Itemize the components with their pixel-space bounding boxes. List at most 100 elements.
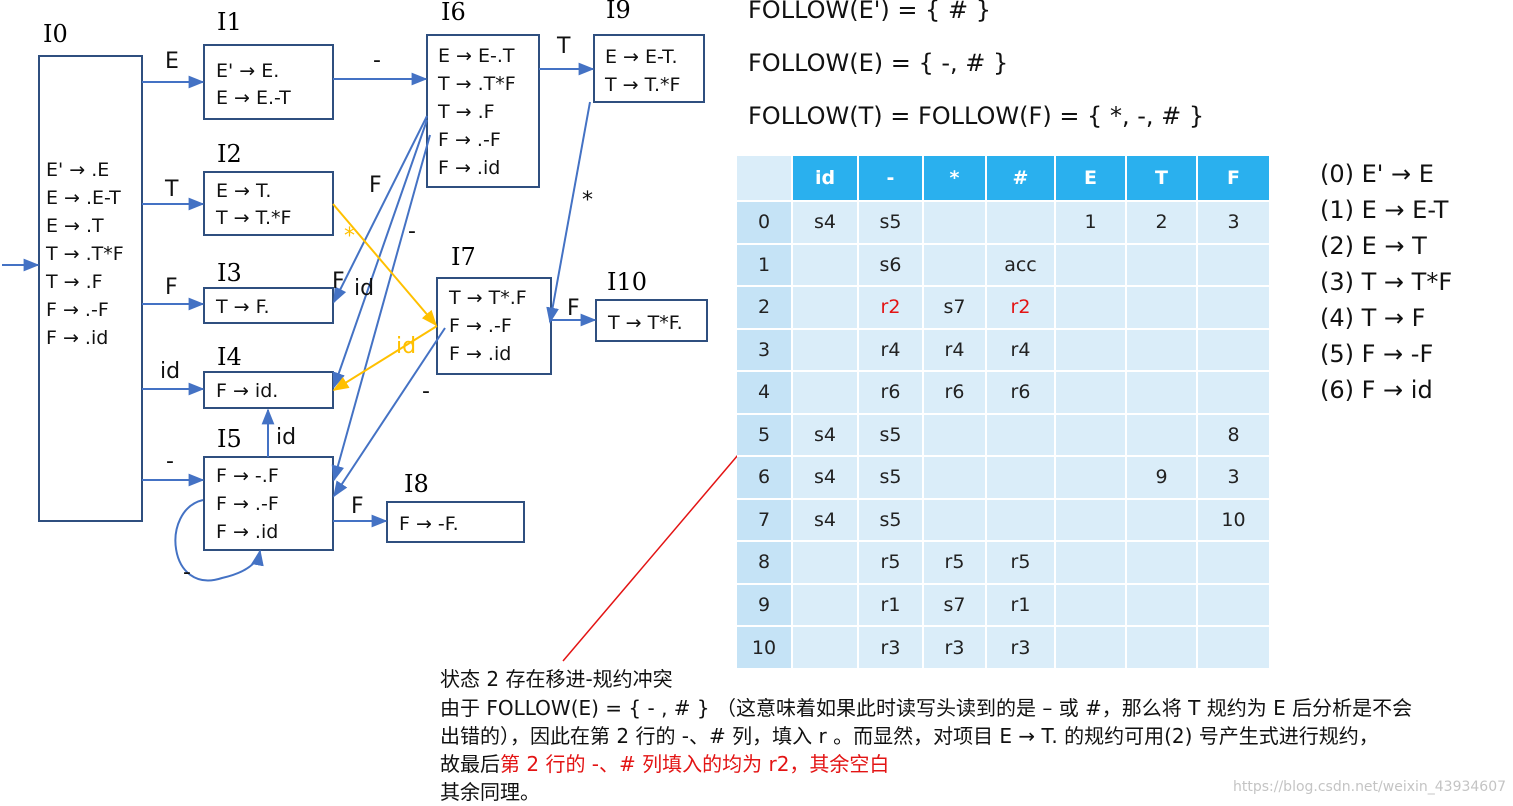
table-cell: s4 <box>793 202 857 243</box>
table-cell: r3 <box>859 627 922 668</box>
table-cell <box>1198 329 1269 370</box>
table-row-state: 0 <box>737 202 791 243</box>
table-cell: r4 <box>924 329 985 370</box>
item-i6-4: F → .id <box>438 157 500 179</box>
table-cell <box>1056 457 1125 498</box>
table-cell <box>1198 244 1269 285</box>
table-cell <box>1056 542 1125 583</box>
table-cell: r3 <box>924 627 985 668</box>
edge-label-i0-i1: E <box>165 49 179 74</box>
table-cell <box>1056 244 1125 285</box>
edge-label-i2-i7: * <box>344 224 355 249</box>
edge-label-i5-i8: F <box>351 494 364 519</box>
edge-label-i6-i4: id <box>354 276 374 301</box>
table-cell: s4 <box>793 499 857 540</box>
note-line-4-prefix: 故最后 <box>440 752 500 776</box>
table-cell <box>793 287 857 328</box>
edge-i7-i5 <box>333 327 446 498</box>
production-0: (0) E' → E <box>1320 160 1434 188</box>
item-i2-0: E → T. <box>216 180 271 202</box>
edge-i6-i5 <box>331 134 431 482</box>
state-label-i5: I5 <box>217 425 242 453</box>
note-line-2: 由于 FOLLOW(E) = { - , # } （这意味着如果此时读写头读到的… <box>440 696 1413 720</box>
state-label-i7: I7 <box>451 243 476 271</box>
table-cell-conflict: r2 <box>987 287 1054 328</box>
item-i6-2: T → .F <box>437 101 495 123</box>
item-i7-1: F → .-F <box>449 315 512 337</box>
state-label-i0: I0 <box>43 20 68 48</box>
item-i1-0: E' → E. <box>216 60 279 82</box>
slr-parse-table: id - * # E T F 0 s4 s5 1 2 3 1 s6 acc 2 … <box>737 156 1269 668</box>
table-cell <box>1198 542 1269 583</box>
table-cell <box>1127 287 1196 328</box>
item-i5-2: F → .id <box>216 521 278 543</box>
item-i9-1: T → T.*F <box>604 74 680 96</box>
table-cell: s4 <box>793 414 857 455</box>
table-cell <box>1198 584 1269 625</box>
table-cell: r6 <box>987 372 1054 413</box>
note-line-3: 出错的），因此在第 2 行的 -、# 列，填入 r 。而显然，对项目 E → T… <box>440 724 1379 748</box>
table-cell: 9 <box>1127 457 1196 498</box>
table-cell <box>793 372 857 413</box>
follow-e: FOLLOW(E) = { -, # } <box>748 49 1009 77</box>
table-cell: 10 <box>1198 499 1269 540</box>
table-cell <box>924 202 985 243</box>
edge-label-i6-i7: F <box>332 269 345 294</box>
table-cell <box>1056 287 1125 328</box>
table-cell <box>1127 414 1196 455</box>
item-i0-0: E' → .E <box>46 159 109 181</box>
table-row-state: 4 <box>737 372 791 413</box>
table-cell: s5 <box>859 202 922 243</box>
edge-label-i7-i4: id <box>396 334 416 359</box>
table-cell: s4 <box>793 457 857 498</box>
edge-label-i7-i10: F <box>567 296 580 321</box>
table-cell: s6 <box>859 244 922 285</box>
table-cell <box>1127 584 1196 625</box>
state-label-i2: I2 <box>217 140 242 168</box>
item-i0-3: T → .T*F <box>45 243 124 265</box>
table-row-state: 9 <box>737 584 791 625</box>
table-row-state: 3 <box>737 329 791 370</box>
table-row-state: 2 <box>737 287 791 328</box>
table-cell <box>924 457 985 498</box>
state-label-i8: I8 <box>404 470 429 498</box>
note-line-5: 其余同理。 <box>440 780 540 804</box>
table-cell <box>1056 372 1125 413</box>
table-cell <box>793 627 857 668</box>
table-cell <box>1127 372 1196 413</box>
table-header-e: E <box>1056 156 1125 200</box>
table-cell: r6 <box>859 372 922 413</box>
table-cell <box>1127 499 1196 540</box>
table-cell: r5 <box>859 542 922 583</box>
item-i1-1: E → E.-T <box>216 87 291 109</box>
edge-label-i6-i3: F <box>369 173 382 198</box>
table-cell <box>1198 372 1269 413</box>
edge-label-i6-i9: T <box>556 34 571 59</box>
table-cell: s7 <box>924 287 985 328</box>
item-i10-0: T → T*F. <box>607 312 683 334</box>
table-cell <box>1056 584 1125 625</box>
table-row-state: 8 <box>737 542 791 583</box>
item-i7-2: F → .id <box>449 343 511 365</box>
table-cell: 1 <box>1056 202 1125 243</box>
edge-i9-i7 <box>546 101 591 324</box>
item-i8-0: F → -F. <box>399 513 459 535</box>
table-cell: r1 <box>987 584 1054 625</box>
table-cell: r3 <box>987 627 1054 668</box>
table-cell <box>1198 287 1269 328</box>
production-4: (4) T → F <box>1320 304 1426 332</box>
table-cell: r4 <box>987 329 1054 370</box>
note-line-1: 状态 2 存在移进-规约冲突 <box>440 667 673 691</box>
table-header-hash: # <box>987 156 1054 200</box>
table-cell <box>1056 329 1125 370</box>
edge-label-i5-self: - <box>183 560 191 585</box>
production-3: (3) T → T*F <box>1320 268 1453 296</box>
table-cell <box>793 244 857 285</box>
table-cell: s5 <box>859 457 922 498</box>
table-row-state: 1 <box>737 244 791 285</box>
note-line-4: 故最后第 2 行的 -、# 列填入的均为 r2，其余空白 <box>440 748 889 777</box>
state-label-i1: I1 <box>217 8 242 36</box>
table-cell <box>793 329 857 370</box>
table-cell: 8 <box>1198 414 1269 455</box>
table-cell: 2 <box>1127 202 1196 243</box>
